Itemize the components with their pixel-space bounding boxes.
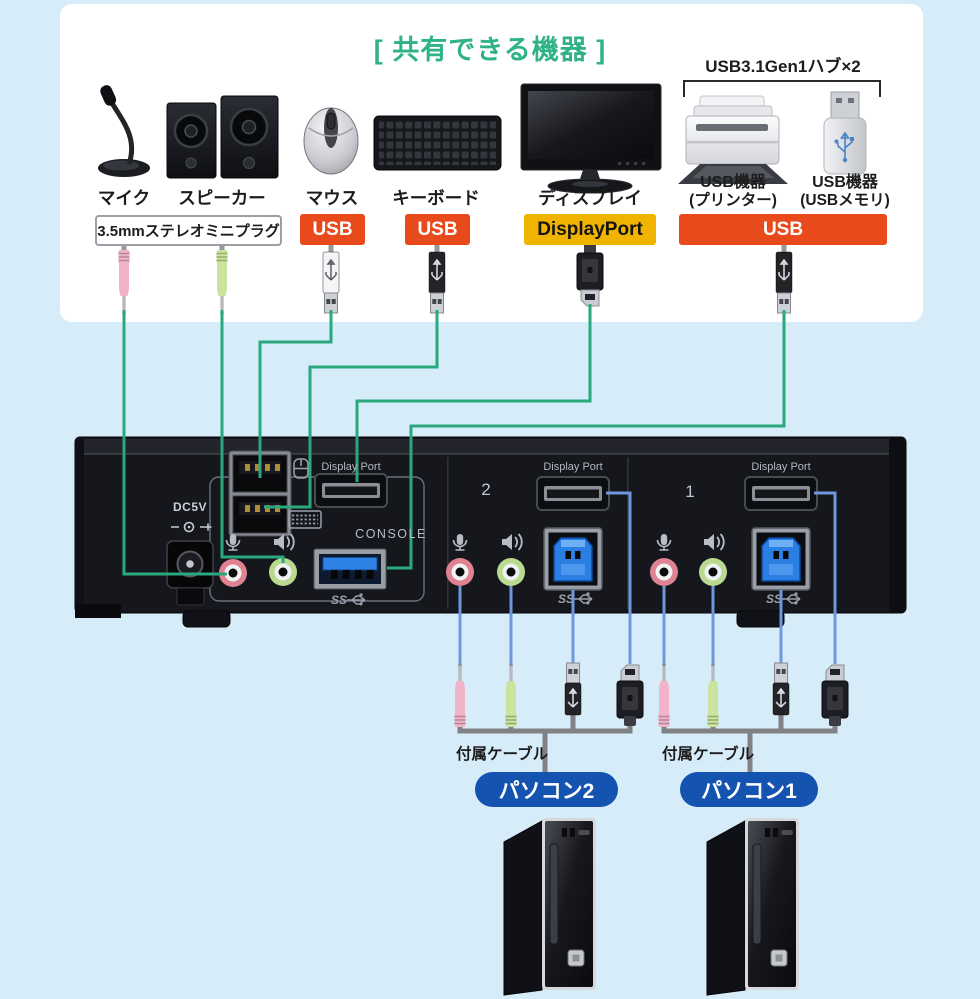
- pc1-audio-plug: [706, 662, 720, 728]
- dc5v-label: DC5V: [172, 500, 208, 514]
- mic-plug-top: [117, 249, 131, 316]
- label-usbmemory-line1: USB機器: [812, 174, 878, 191]
- keyboard-usb-plug: [428, 251, 446, 314]
- console-displayport-label: Display Port: [321, 461, 381, 473]
- device-foot-left: [182, 610, 231, 628]
- mouse-icon: [303, 107, 359, 175]
- tag-displayport: DisplayPort: [524, 214, 656, 245]
- pc2-displayport-port: [536, 476, 610, 511]
- pc2-mic-plug: [453, 662, 467, 728]
- cable-note-pc2: 付属ケーブル: [456, 746, 549, 763]
- console-usb3-port: [313, 548, 387, 590]
- microphone-icon: [98, 85, 150, 177]
- tag-usb-mouse: USB: [300, 214, 365, 245]
- label-keyboard: キーボード: [392, 188, 480, 208]
- pc1-label: パソコン1: [680, 772, 818, 807]
- panel-title: [ 共有できる機器 ]: [373, 35, 607, 65]
- ss-usb-logo-icon: SS: [558, 591, 593, 606]
- ss-usb-logo-icon: SS: [766, 591, 801, 606]
- port2-number: 2: [481, 480, 491, 499]
- cable-note-pc1: 付属ケーブル: [662, 746, 755, 763]
- dc-power-jack: [166, 521, 214, 606]
- speaker-plug-top: [215, 249, 229, 316]
- pc1-displayport-label: Display Port: [751, 461, 811, 473]
- device-foot-right: [736, 610, 785, 628]
- keyboard-icon: [373, 115, 502, 171]
- displayport-plug-top: [576, 242, 604, 307]
- tag-cables: [121, 243, 787, 254]
- blue-line-pc1-displayport: [814, 491, 837, 664]
- port1-number: 1: [685, 482, 695, 501]
- pc1-usb-plug: [772, 662, 790, 716]
- pc1-displayport-plug: [821, 664, 849, 727]
- hub-note: USB3.1Gen1ハブ×2: [705, 57, 861, 76]
- green-line-speaker: [220, 310, 285, 563]
- label-printer-line2: (プリンター): [689, 192, 777, 209]
- pc2-mic-jack: [446, 558, 474, 586]
- usb-memory-icon: [823, 91, 867, 175]
- printer-icon: [678, 95, 788, 184]
- green-line-displayport: [355, 304, 592, 482]
- mouse-usb-plug: [322, 251, 340, 314]
- pc1-usb-b-port: [751, 527, 811, 591]
- pc2-usb-b-port: [543, 527, 603, 591]
- keyboard-port-icon: [288, 510, 322, 529]
- pc2-audio-jack: [497, 558, 525, 586]
- label-speaker: スピーカー: [178, 188, 266, 208]
- svg-text:SS: SS: [558, 592, 574, 606]
- label-printer-line1: USB機器: [700, 174, 766, 191]
- label-mic: マイク: [97, 188, 151, 208]
- green-line-mouse-usb: [258, 310, 333, 478]
- label-display: ディスプレイ: [538, 188, 642, 208]
- green-line-keyboard-usb: [264, 310, 439, 509]
- mouse-port-icon: [293, 458, 309, 479]
- tag-usb-keyboard: USB: [405, 214, 470, 245]
- pc2-displayport-label: Display Port: [543, 461, 603, 473]
- label-mouse: マウス: [305, 188, 359, 208]
- console-displayport-port: [314, 473, 388, 508]
- pc1-mic-plug: [657, 662, 671, 728]
- pc2-tower-icon: [503, 817, 597, 996]
- dc-polarity-icon: [171, 521, 212, 533]
- pc2-displayport-plug: [616, 664, 644, 727]
- console-label: CONSOLE: [355, 527, 427, 541]
- green-line-usb-hub: [387, 310, 786, 570]
- ss-usb-logo-icon: SS: [331, 592, 366, 607]
- label-usbmemory-line2: (USBメモリ): [800, 192, 890, 209]
- svg-text:SS: SS: [331, 593, 347, 607]
- blue-line-pc2-displayport: [606, 491, 632, 664]
- svg-text:SS: SS: [766, 592, 782, 606]
- pc1-displayport-port: [744, 476, 818, 511]
- tag-audio-plug: 3.5mmステレオミニプラグ: [95, 215, 282, 246]
- pc2-usb-plug: [564, 662, 582, 716]
- speakers-icon: [166, 95, 279, 179]
- pc2-label: パソコン2: [475, 772, 618, 807]
- display-icon: [520, 83, 662, 194]
- pc2-audio-plug: [504, 662, 518, 728]
- pc1-audio-jack: [699, 558, 727, 586]
- tag-usb-hub: USB: [679, 214, 887, 245]
- hub-usb-plug: [775, 251, 793, 314]
- green-line-mic: [122, 310, 227, 576]
- hub-bracket: [683, 80, 881, 97]
- pc1-mic-jack: [650, 558, 678, 586]
- pc1-tower-icon: [706, 817, 800, 996]
- kvm-switch-device: SS SS SS: [74, 436, 907, 628]
